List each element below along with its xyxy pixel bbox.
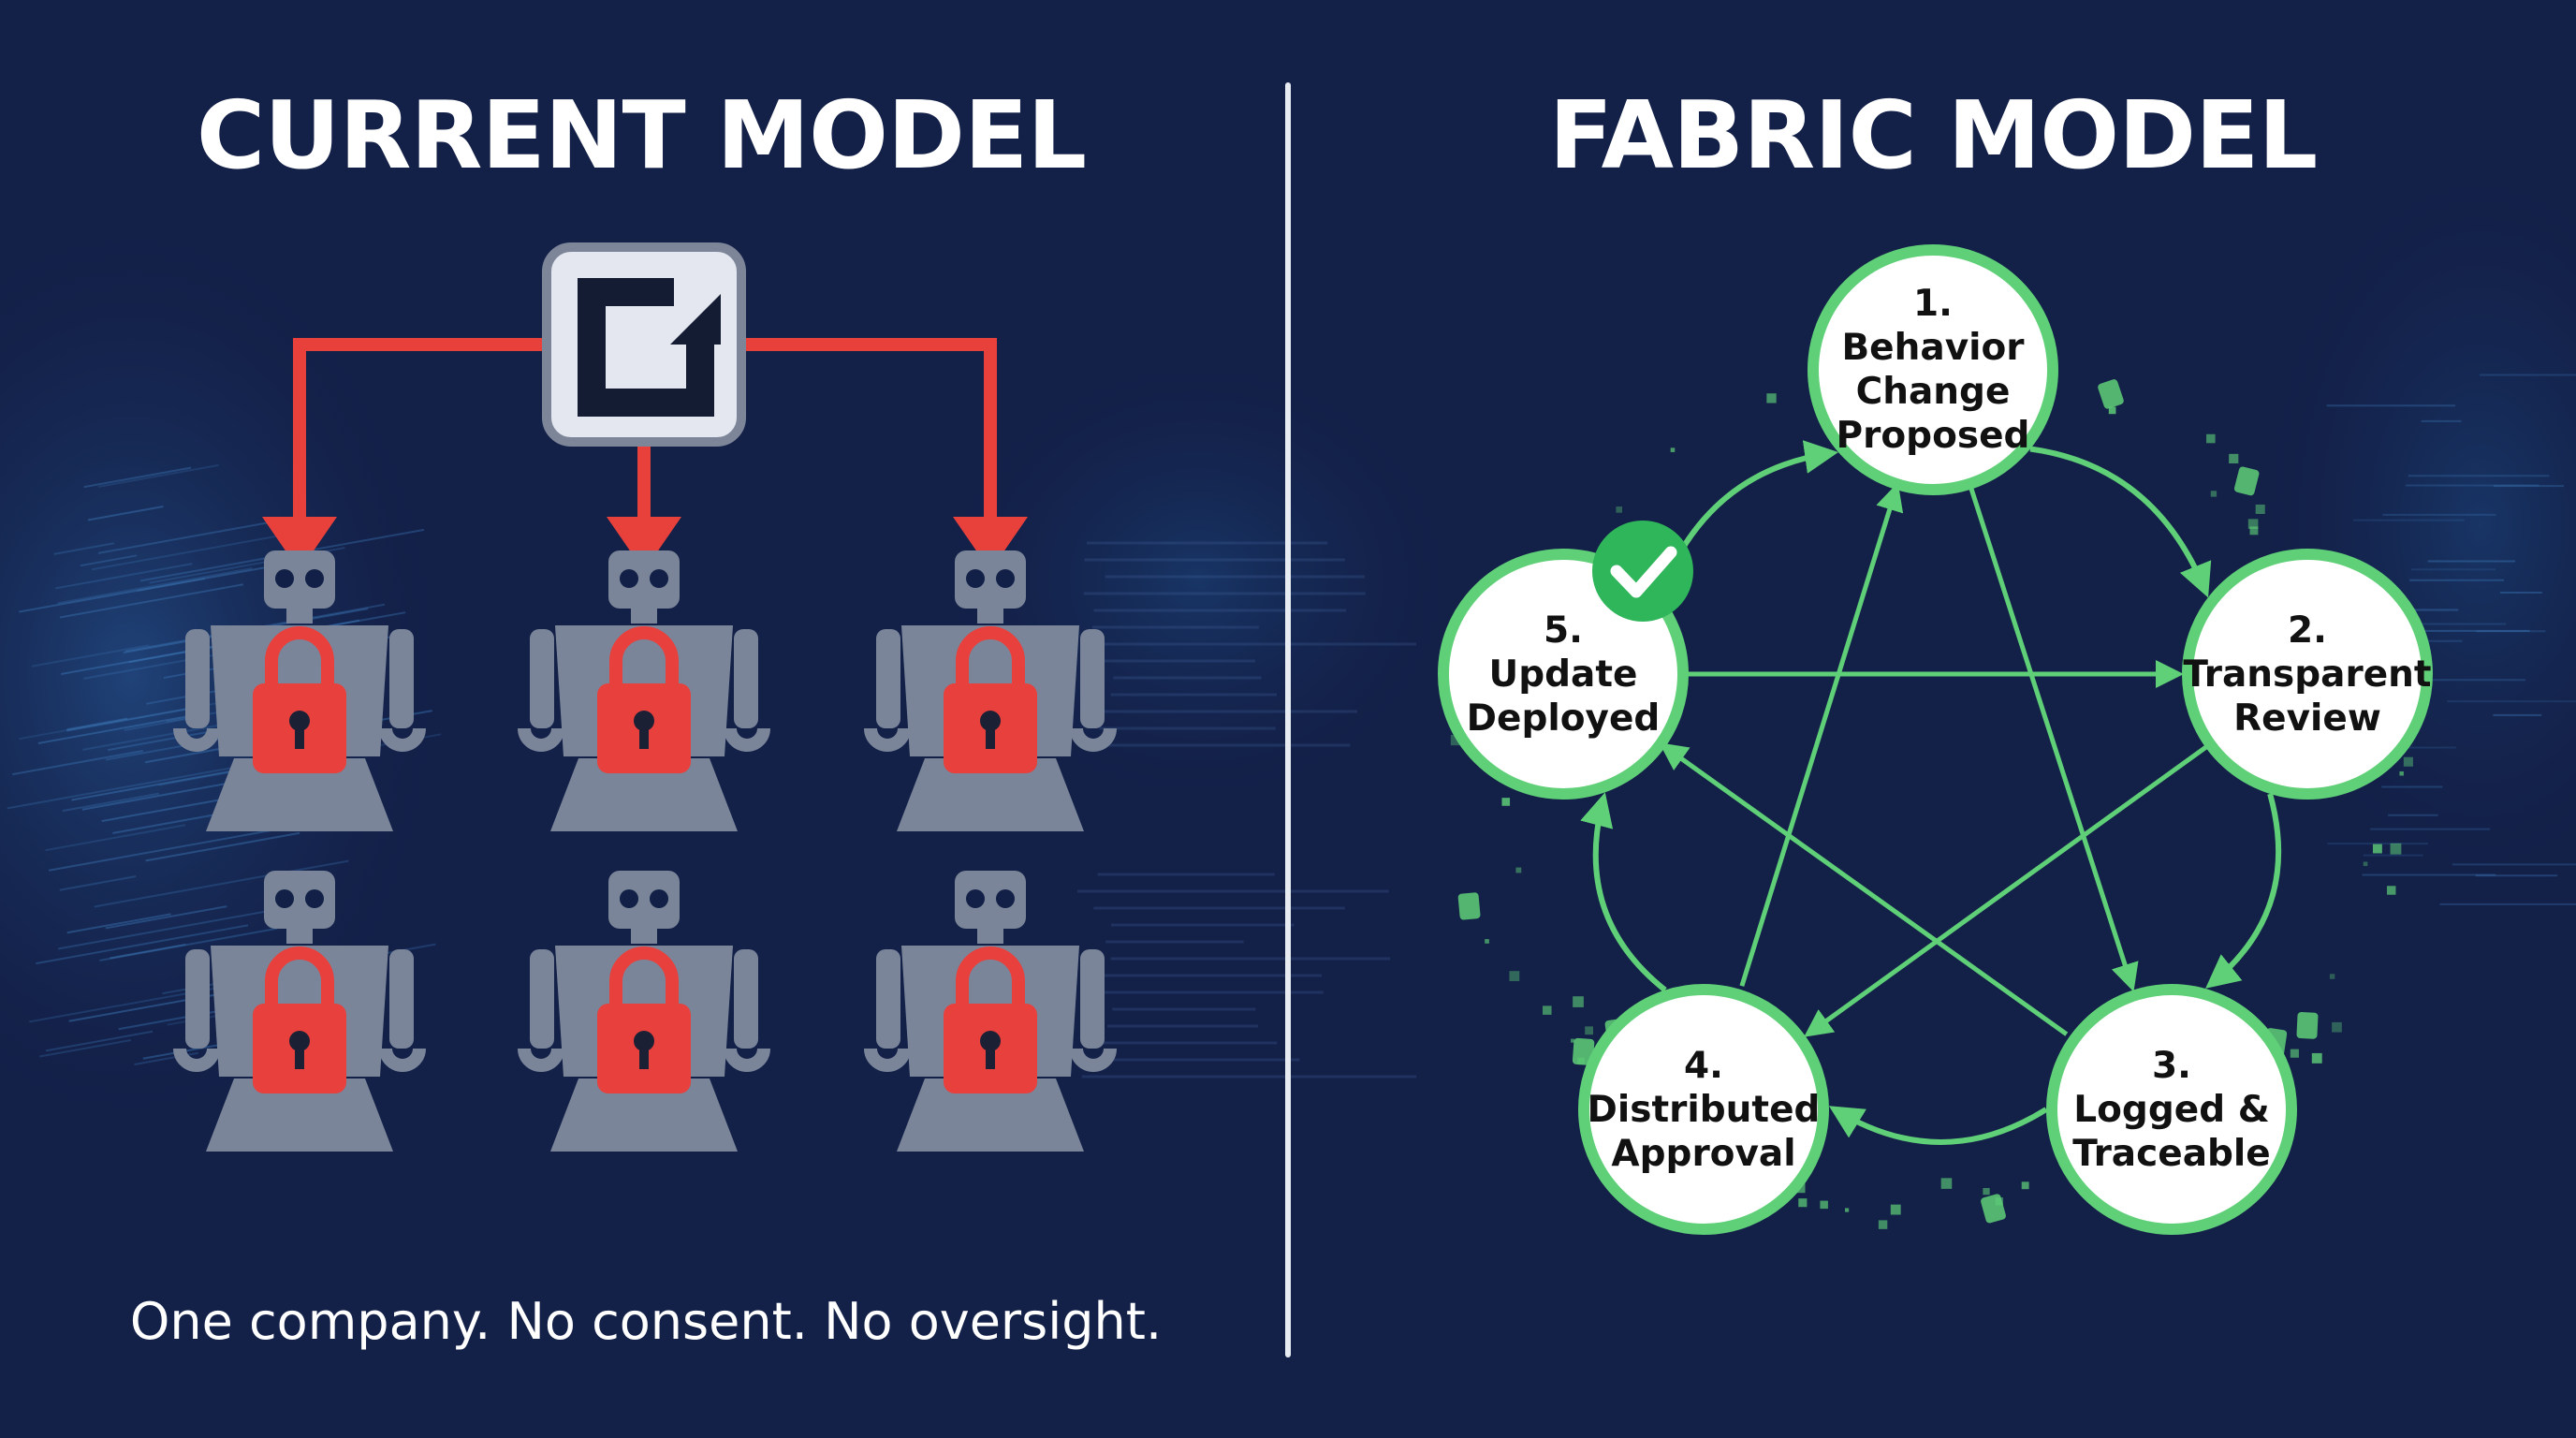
node-number: 4. xyxy=(1684,1044,1723,1087)
node-text-line: Transparent xyxy=(2183,653,2432,696)
node-number: 2. xyxy=(2288,609,2327,652)
current-model-caption: One company. No consent. No oversight. xyxy=(129,1292,1163,1351)
node-text-line: Traceable xyxy=(2072,1132,2271,1175)
node-number: 5. xyxy=(1544,609,1583,652)
locked-robot-icon xyxy=(518,550,770,831)
center-divider xyxy=(1285,82,1291,1357)
lock-icon xyxy=(944,626,1037,773)
star-arrow xyxy=(1659,742,2069,1036)
lock-icon xyxy=(597,946,691,1093)
lock-icon xyxy=(253,946,346,1093)
cycle-arrow xyxy=(1580,792,1667,992)
node-text-line: Logged & xyxy=(2073,1088,2270,1131)
lock-icon xyxy=(944,946,1037,1093)
node-number: 1. xyxy=(1913,283,1953,325)
star-connections xyxy=(1659,482,2209,1037)
cycle-arrow xyxy=(1828,1106,2048,1145)
node-text-line: Review xyxy=(2233,697,2381,740)
arrow-head-center xyxy=(607,517,681,571)
star-arrow xyxy=(1969,486,2139,992)
check-icon xyxy=(1610,546,1677,598)
process-node-4 xyxy=(1578,984,1829,1235)
node-text-line: Deployed xyxy=(1466,697,1661,740)
node-text-line: Distributed xyxy=(1587,1088,1821,1131)
node-text-line: Behavior xyxy=(1841,327,2025,369)
fabric-model-diagram xyxy=(1438,244,2433,1235)
locked-robot-icon xyxy=(518,871,770,1152)
arrow-head-left xyxy=(262,517,337,571)
arrow-head-right xyxy=(953,517,1028,571)
node-text-line: Update xyxy=(1488,653,1638,696)
star-arrow xyxy=(1804,744,2209,1037)
node-text-line: Change xyxy=(1855,371,2011,413)
lock-icon xyxy=(597,626,691,773)
arrow-heads xyxy=(262,517,1028,571)
node-text-line: Approval xyxy=(1611,1132,1796,1175)
current-model-diagram xyxy=(173,242,1117,1152)
process-node-3 xyxy=(2046,984,2297,1235)
node-number: 3. xyxy=(2152,1044,2191,1087)
check-badge xyxy=(1592,521,1693,622)
locked-robot-icon xyxy=(864,550,1117,831)
locked-robot-icon xyxy=(173,871,426,1152)
locked-robots-grid xyxy=(173,550,1117,1152)
background-code-lines xyxy=(1076,541,1417,1078)
cycle-arrow xyxy=(2205,793,2282,989)
process-node-1 xyxy=(1808,244,2058,495)
star-arrow xyxy=(1739,482,1904,987)
arrow-right-branch xyxy=(745,338,997,524)
lock-icon xyxy=(253,626,346,773)
hub-edit-icon xyxy=(542,242,746,447)
cycle-arrow xyxy=(2029,446,2212,598)
arrow-left-branch xyxy=(293,338,543,524)
fabric-model-title: FABRIC MODEL xyxy=(1548,81,2318,190)
locked-robot-icon xyxy=(173,550,426,831)
node-label-3: 3.Logged &Traceable xyxy=(2050,988,2293,1231)
current-model-title: CURRENT MODEL xyxy=(196,81,1087,190)
process-node-2 xyxy=(2182,549,2433,800)
locked-robot-icon xyxy=(864,871,1117,1152)
node-text-line: Proposed xyxy=(1836,415,2030,457)
